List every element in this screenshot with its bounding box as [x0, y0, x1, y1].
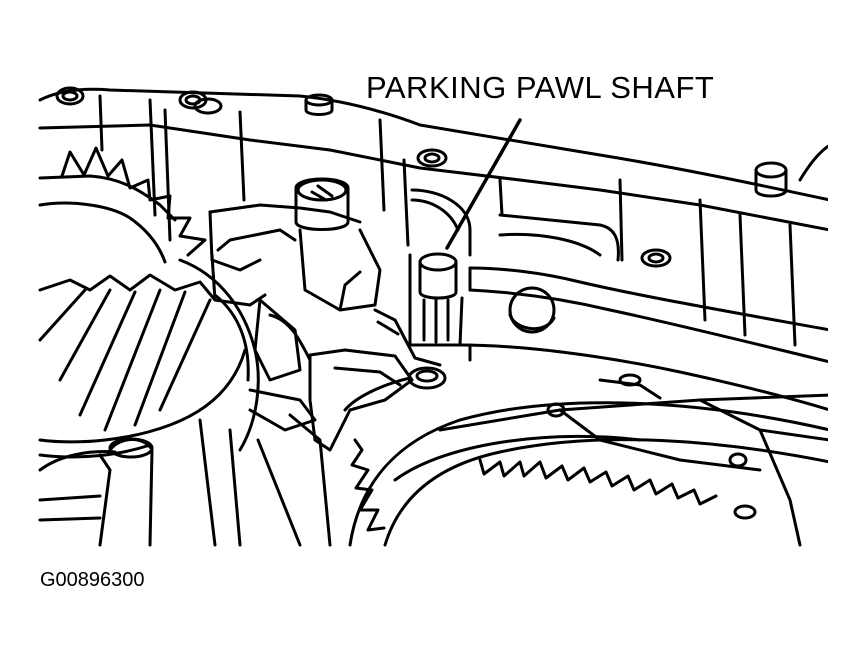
parking-pawl-lever — [310, 310, 445, 450]
parking-pawl-shaft-label: PARKING PAWL SHAFT — [366, 70, 715, 105]
case-flange — [40, 89, 830, 200]
figure-id: G00896300 — [40, 569, 145, 591]
ring-gear — [350, 403, 830, 545]
helical-gear — [40, 260, 258, 457]
parking-pawl-shaft — [410, 254, 462, 345]
left-gear — [40, 148, 205, 262]
shaft-housing — [200, 179, 380, 545]
right-plate — [440, 395, 830, 430]
callout-leader-line — [447, 120, 520, 248]
bolt-holes — [57, 88, 670, 266]
